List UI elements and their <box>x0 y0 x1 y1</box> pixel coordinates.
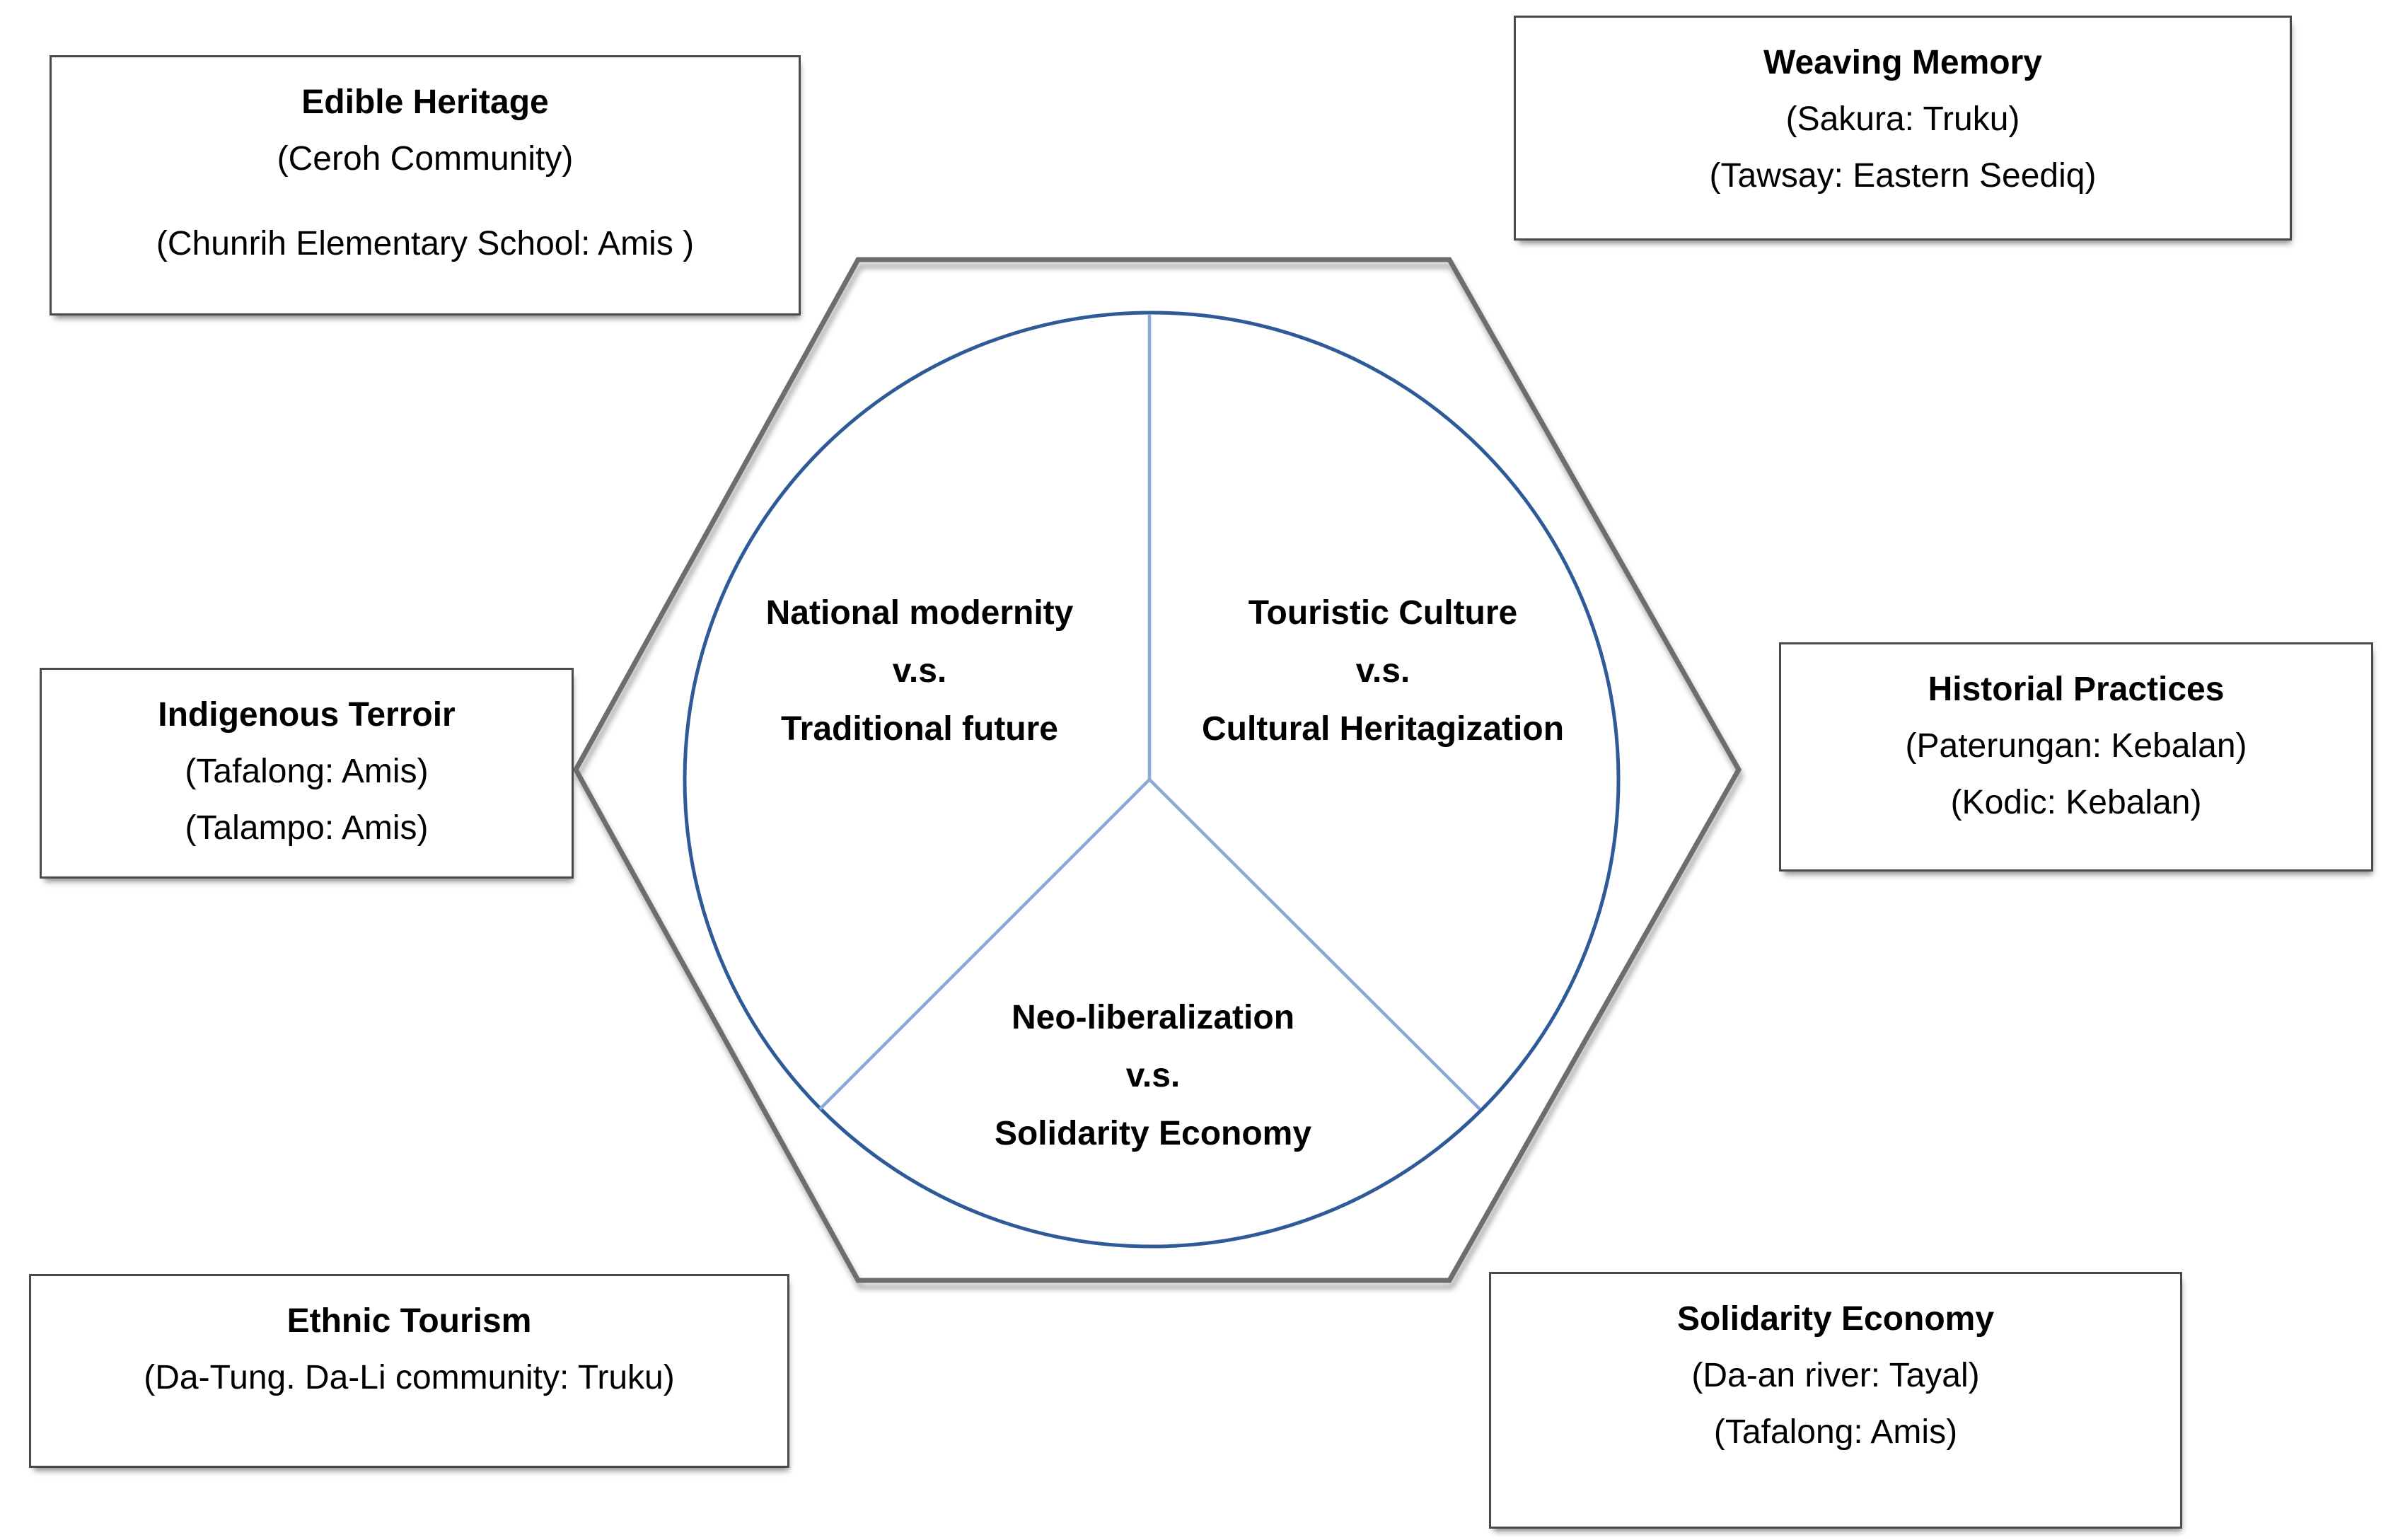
box-line: (Da-an river: Tayal) <box>1691 1357 1980 1394</box>
sector-line: v.s. <box>1355 652 1410 690</box>
box-line: (Paterungan: Kebalan) <box>1905 727 2247 765</box>
sector-label-upper-left: National modernity v.s. Traditional futu… <box>766 584 1074 758</box>
box-title: Historial Practices <box>1928 671 2225 708</box>
sector-line: Neo-liberalization <box>1011 999 1295 1036</box>
sector-line: Touristic Culture <box>1248 594 1518 632</box>
sector-line: v.s. <box>892 652 947 690</box>
sector-line: v.s. <box>1125 1057 1181 1094</box>
circle-outline <box>683 311 1621 1249</box>
box-line: (Talampo: Amis) <box>185 809 429 847</box>
box-line: (Tafalong: Amis) <box>1713 1413 1958 1451</box>
box-title: Weaving Memory <box>1763 44 2042 81</box>
sector-line: Traditional future <box>780 710 1058 748</box>
box-title: Edible Heritage <box>301 83 549 121</box>
sector-label-upper-right: Touristic Culture v.s. Cultural Heritagi… <box>1202 584 1564 758</box>
box-title: Ethnic Tourism <box>286 1302 532 1340</box>
info-box-edible-heritage: Edible Heritage (Ceroh Community) (Chunr… <box>50 55 801 315</box>
box-line: (Sakura: Truku) <box>1785 100 2020 138</box>
sector-line: Solidarity Economy <box>994 1115 1312 1152</box>
info-box-indigenous-terroir: Indigenous Terroir (Tafalong: Amis) (Tal… <box>40 668 574 879</box>
info-box-solidarity-economy: Solidarity Economy (Da-an river: Tayal) … <box>1489 1272 2182 1529</box>
info-box-weaving-memory: Weaving Memory (Sakura: Truku) (Tawsay: … <box>1514 16 2292 241</box>
info-box-historial-practices: Historial Practices (Paterungan: Kebalan… <box>1779 642 2373 872</box>
box-line: (Chunrih Elementary School: Amis ) <box>156 225 695 262</box>
spacer <box>52 187 799 216</box>
box-title: Solidarity Economy <box>1676 1300 1995 1338</box>
box-line: (Tawsay: Eastern Seediq) <box>1709 157 2097 195</box>
box-line: (Ceroh Community) <box>277 140 574 178</box>
box-line: (Tafalong: Amis) <box>185 753 429 790</box>
divider-line-lower-left <box>818 778 1151 1111</box>
box-line: (Kodic: Kebalan) <box>1950 784 2202 821</box>
sector-label-bottom: Neo-liberalization v.s. Solidarity Econo… <box>995 989 1311 1163</box>
box-title: Indigenous Terroir <box>158 696 456 734</box>
info-box-ethnic-tourism: Ethnic Tourism (Da-Tung. Da-Li community… <box>29 1274 789 1468</box>
divider-line-lower-right <box>1148 778 1481 1111</box>
sector-line: Cultural Heritagization <box>1201 710 1565 748</box>
sector-line: National modernity <box>765 594 1074 632</box>
box-line: (Da-Tung. Da-Li community: Truku) <box>144 1359 675 1396</box>
hexagon-outline <box>573 257 1742 1283</box>
